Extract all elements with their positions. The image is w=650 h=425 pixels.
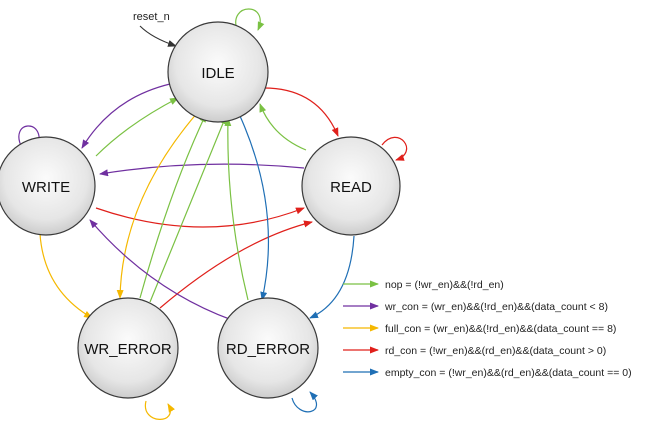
state-wr-error-label: WR_ERROR [84, 341, 172, 358]
legend-text-wr-con: wr_con = (wr_en)&&(!rd_en)&&(data_count … [384, 301, 608, 313]
reset-label: reset_n [133, 11, 170, 23]
self-loop-rd-error [291, 391, 318, 413]
edge-read-to-write [99, 163, 305, 177]
edge-rd-error-to-write [89, 219, 233, 321]
self-loop-read [381, 136, 408, 161]
reset-arrow [139, 25, 177, 47]
state-idle: IDLE [167, 21, 269, 123]
legend-text-full-con: full_con = (wr_en)&&(!rd_en)&&(data_coun… [385, 323, 616, 335]
legend-item-empty-con: empty_con = (!wr_en)&&(rd_en)&&(data_cou… [343, 367, 632, 379]
edge-idle-to-read [263, 87, 339, 137]
legend-item-wr-con: wr_con = (wr_en)&&(!rd_en)&&(data_count … [343, 301, 608, 313]
state-idle-label: IDLE [201, 65, 234, 82]
legend-text-rd-con: rd_con = (!wr_en)&&(rd_en)&&(data_count … [385, 345, 606, 357]
self-loop-wr-error [144, 400, 176, 420]
edge-wr-error-to-read [159, 220, 313, 309]
self-loop-idle [235, 8, 265, 31]
edge-write-to-idle [95, 97, 179, 157]
state-rd-error: RD_ERROR [217, 297, 319, 399]
edge-read-to-idle [259, 103, 307, 151]
edge-wr-error-to-idle-b [149, 115, 227, 303]
state-rd-error-label: RD_ERROR [226, 341, 310, 358]
edge-idle-to-rd-error [239, 115, 269, 301]
edge-wr-error-to-idle-a [139, 113, 207, 299]
legend-text-nop: nop = (!wr_en)&&(!rd_en) [385, 279, 504, 291]
edge-idle-to-write [81, 83, 171, 149]
state-read: READ [301, 136, 401, 236]
edge-rd-error-to-idle [224, 117, 249, 301]
edge-idle-to-wr-error [116, 111, 199, 299]
legend-item-rd-con: rd_con = (!wr_en)&&(rd_en)&&(data_count … [343, 345, 606, 357]
edge-write-to-read [95, 207, 305, 228]
state-read-label: READ [330, 179, 372, 196]
edge-write-to-wr-error [39, 233, 93, 319]
state-write-label: WRITE [22, 179, 70, 196]
legend: nop = (!wr_en)&&(!rd_en) wr_con = (wr_en… [343, 279, 632, 379]
state-wr-error: WR_ERROR [77, 297, 179, 399]
legend-text-empty-con: empty_con = (!wr_en)&&(rd_en)&&(data_cou… [385, 367, 632, 379]
edge-read-to-rd-error [309, 235, 355, 319]
legend-item-nop: nop = (!wr_en)&&(!rd_en) [343, 279, 504, 291]
legend-item-full-con: full_con = (wr_en)&&(!rd_en)&&(data_coun… [343, 323, 616, 335]
state-write: WRITE [0, 136, 96, 236]
